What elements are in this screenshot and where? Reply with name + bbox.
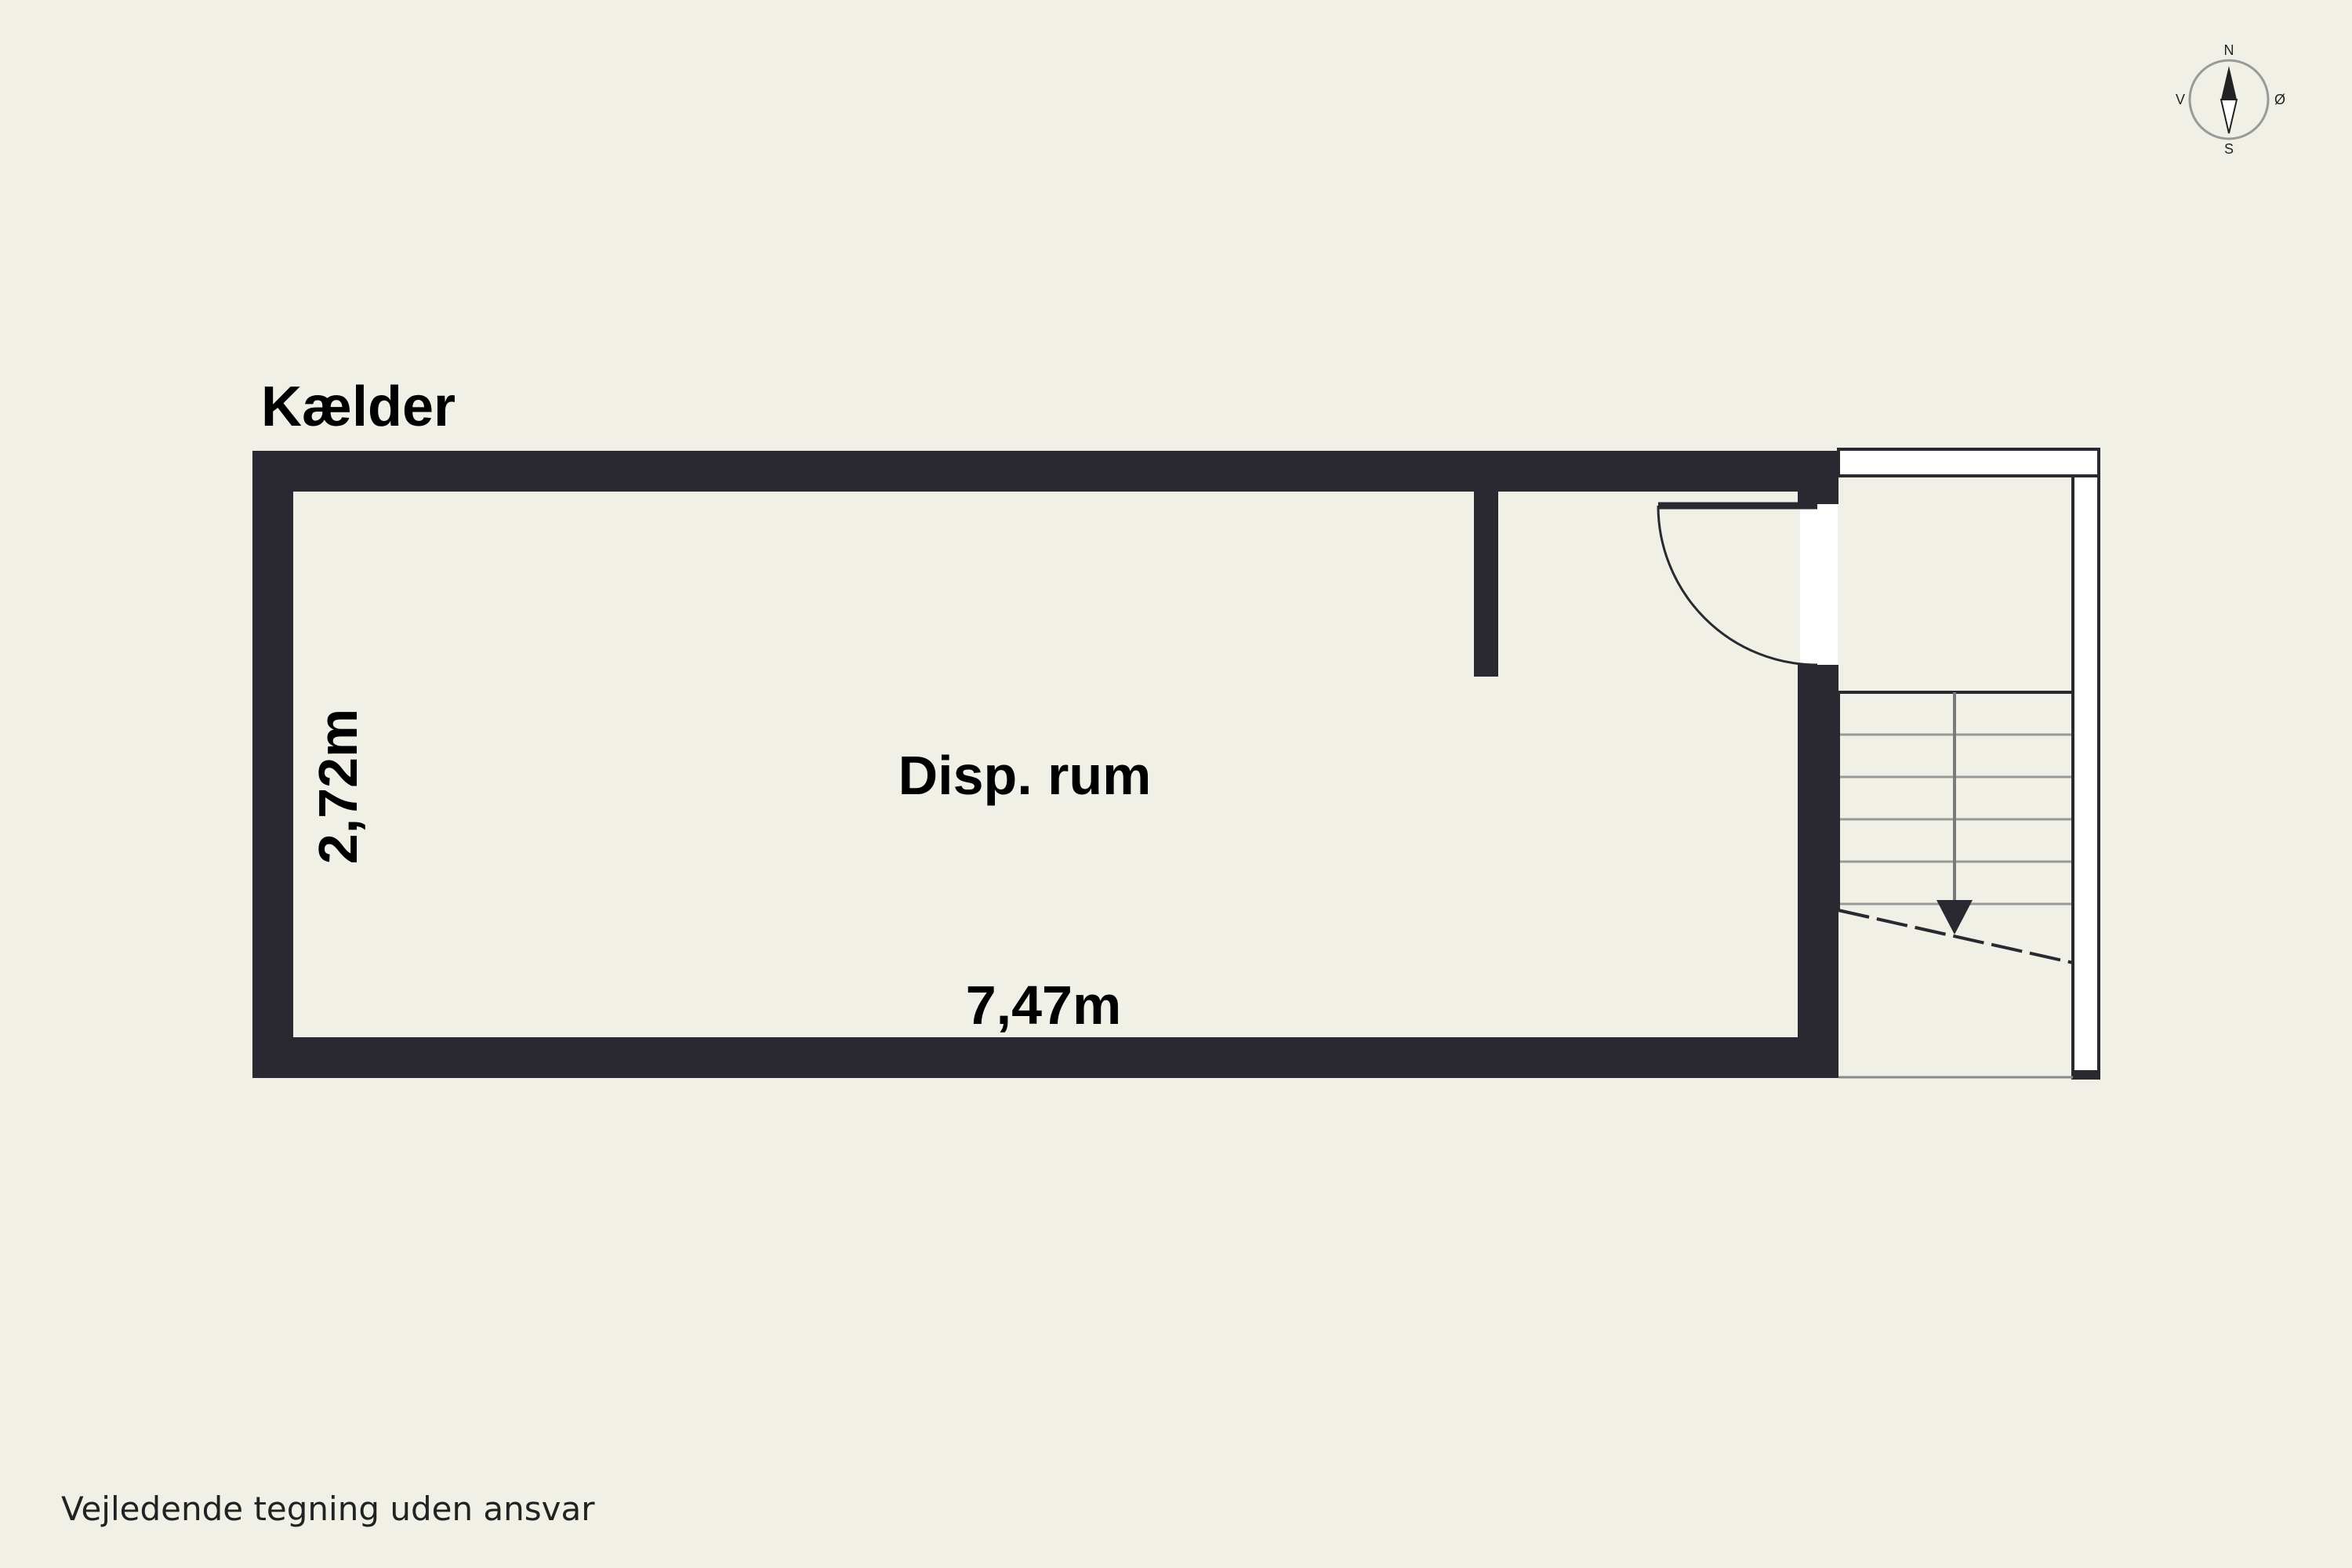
compass-north-label: N (2224, 42, 2234, 58)
compass-east-label: Ø (2274, 92, 2285, 107)
dimension-height: 2,72m (307, 709, 368, 864)
door-opening (1800, 504, 1838, 665)
walls (252, 451, 1838, 1078)
wall-right-upper (1798, 451, 1838, 504)
interior-partition (1474, 492, 1498, 677)
dimension-width: 7,47m (966, 975, 1121, 1036)
compass-rose: N S V Ø (2176, 42, 2285, 157)
stair-arrow-icon (1936, 900, 1973, 935)
floor-title: Kælder (261, 376, 456, 438)
compass-west-label: V (2176, 92, 2185, 107)
wall-left (252, 451, 293, 1078)
stair-top-bar (1837, 448, 2100, 477)
wall-top (252, 451, 1838, 492)
room-label: Disp. rum (898, 745, 1152, 806)
disclaimer-text: Vejledende tegning uden ansvar (61, 1490, 595, 1528)
stair-area (1837, 448, 2100, 1080)
wall-right-lower (1798, 665, 1838, 1078)
door (1657, 502, 1818, 666)
stair-right-end (2073, 1070, 2099, 1078)
stair-cut-line (1838, 909, 2074, 964)
compass-ring (2188, 59, 2270, 140)
compass-needle-north (2221, 66, 2237, 100)
compass-needle-south (2220, 99, 2238, 134)
wall-bottom (252, 1037, 1838, 1078)
door-swing-arc (1657, 505, 1818, 666)
stair-right-bar (2071, 474, 2100, 1080)
compass-south-label: S (2224, 141, 2234, 157)
